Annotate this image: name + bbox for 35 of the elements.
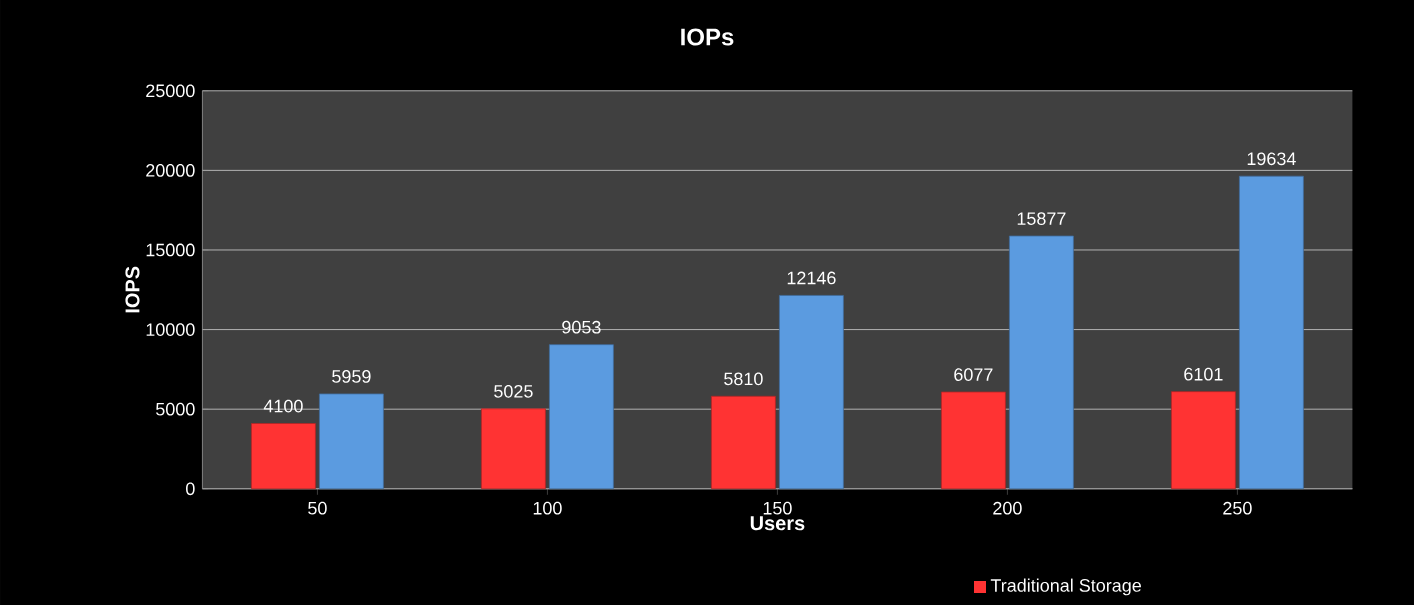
y-tick-label: 5000: [156, 402, 195, 416]
y-tick-label: 10000: [146, 323, 195, 336]
bar: [319, 393, 384, 490]
x-tick-label: 50: [308, 501, 327, 515]
bar: [481, 408, 546, 490]
y-tick-label: 0: [186, 482, 195, 496]
x-axis-title: Users: [750, 516, 805, 531]
bar: [251, 423, 316, 490]
data-label: 5025: [494, 384, 533, 398]
x-tick-label: 150: [763, 501, 792, 515]
data-label: 5810: [724, 372, 763, 386]
data-label: 4100: [263, 399, 303, 413]
y-tick-label: 20000: [146, 164, 195, 177]
data-label: 15877: [1017, 212, 1066, 225]
legend-label: Traditional Storage: [990, 578, 1141, 596]
bar: [549, 344, 614, 490]
data-label: 5959: [332, 370, 371, 383]
y-tick-label: 25000: [146, 84, 195, 98]
x-tick-label: 100: [533, 501, 562, 515]
data-label: 12146: [787, 271, 836, 285]
x-tick-label: 200: [993, 501, 1022, 515]
x-tick-label: 250: [1223, 501, 1252, 515]
bar: [779, 295, 844, 490]
bar: [711, 395, 776, 490]
chart-title: IOPs: [681, 28, 734, 46]
y-axis-title: IOPS: [125, 266, 140, 313]
data-label: 6101: [1184, 367, 1223, 381]
y-tick-label: 15000: [146, 243, 195, 257]
data-label: 19634: [1247, 152, 1296, 166]
bar: [1170, 391, 1236, 490]
bar: [1008, 235, 1074, 490]
bar: [1239, 175, 1304, 490]
data-label: 9053: [562, 320, 601, 334]
bar: [941, 391, 1006, 490]
data-label: 6077: [954, 368, 993, 381]
